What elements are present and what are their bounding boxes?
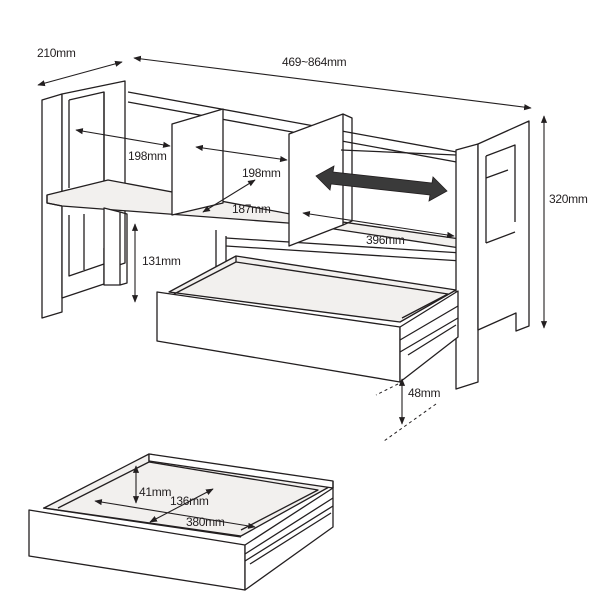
slide-direction-arrow <box>315 165 448 202</box>
drawer-detail-dimension-lines <box>94 465 256 529</box>
width-dimension-line <box>133 55 532 111</box>
width-range-label: 469~864mm <box>282 55 347 69</box>
left-end-post <box>41 93 63 319</box>
drawer-inner-height-label: 41mm <box>139 485 171 499</box>
divider-gap-left-label: 198mm <box>128 149 167 163</box>
drawer-inner-width-label: 380mm <box>186 515 225 529</box>
divider-depth-line <box>202 179 256 213</box>
drawer-inner-width-line <box>94 499 256 529</box>
shelf-board-front <box>46 195 63 207</box>
drawer-detail <box>28 453 334 591</box>
drawer-inner-rim <box>173 256 449 319</box>
left-leg-front <box>103 207 121 286</box>
right-shelf-width-line <box>302 210 455 239</box>
right-end-inner-frame <box>485 144 516 244</box>
divider-gap-left-line <box>75 128 171 148</box>
drawer-installed <box>156 255 459 383</box>
under-shelf-height-label: 131mm <box>142 254 181 268</box>
right-shelf-width-label: 396mm <box>366 233 405 247</box>
divider-left <box>171 108 224 216</box>
right-end-post-front <box>455 143 479 390</box>
drawer-height-extension-bottom <box>383 403 437 442</box>
divider-gap-right-label: 198mm <box>242 166 281 180</box>
left-leg-side <box>119 211 128 286</box>
drawer-detail-rail <box>244 497 334 565</box>
right-frame-top-rail <box>340 149 457 156</box>
back-rail-lower <box>225 237 463 262</box>
drawer-rail <box>399 305 459 356</box>
depth-label: 210mm <box>37 46 76 60</box>
depth-dimension-line <box>37 60 123 87</box>
divider-gap-right-line <box>195 144 288 163</box>
dimension-lines <box>37 55 548 425</box>
right-end-side <box>477 120 530 332</box>
drawer-inner-depth-label: 136mm <box>170 494 209 508</box>
drawer-floor <box>168 255 457 323</box>
height-label: 320mm <box>549 192 588 206</box>
drawer-height-extension-top <box>375 383 399 396</box>
drawer-height-label: 48mm <box>408 386 440 400</box>
divider-right-back <box>342 113 353 226</box>
divider-depth-label: 187mm <box>232 202 271 216</box>
